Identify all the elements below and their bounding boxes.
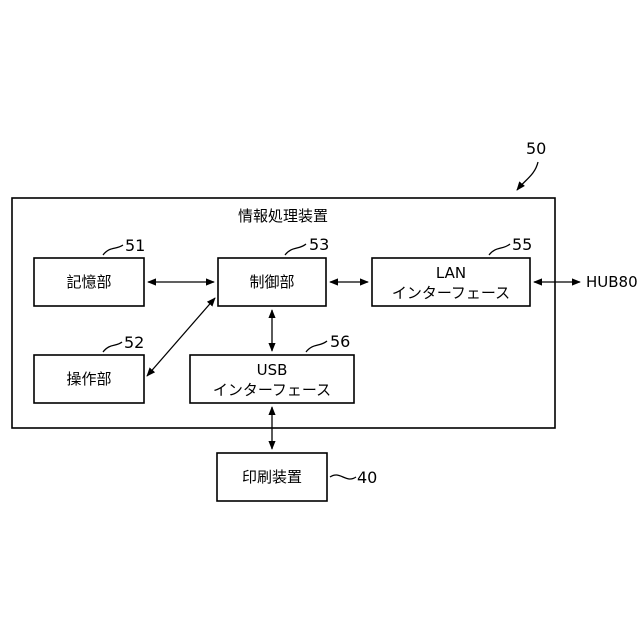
usb-interface-label-line1: USB [257, 361, 288, 379]
printer-label: 印刷装置 [242, 468, 302, 486]
ref-51-leader [103, 245, 123, 255]
ref-50: 50 [526, 139, 546, 158]
ref-52: 52 [124, 333, 144, 352]
control-unit-label: 制御部 [249, 273, 294, 291]
ref-51: 51 [125, 236, 145, 255]
usb-interface-label-line2: インターフェース [213, 381, 331, 399]
storage-unit-label: 記憶部 [66, 273, 111, 291]
ref-40: 40 [357, 468, 377, 487]
ref-40-leader [330, 475, 356, 479]
lan-interface-label-line1: LAN [436, 264, 466, 282]
ref-53: 53 [309, 235, 329, 254]
ref-50-arrow [517, 162, 538, 190]
ref-55-leader [489, 244, 510, 255]
ref-56-leader [306, 341, 327, 352]
info-processing-device-title: 情報処理装置 [238, 207, 328, 225]
operation-unit-label: 操作部 [66, 370, 111, 388]
lan-interface-label-line2: インターフェース [392, 284, 510, 302]
ref-55: 55 [512, 235, 532, 254]
hub-label: HUB80 [586, 273, 638, 291]
ref-53-leader [285, 244, 306, 255]
ref-52-leader [103, 342, 122, 352]
ref-56: 56 [330, 332, 350, 351]
